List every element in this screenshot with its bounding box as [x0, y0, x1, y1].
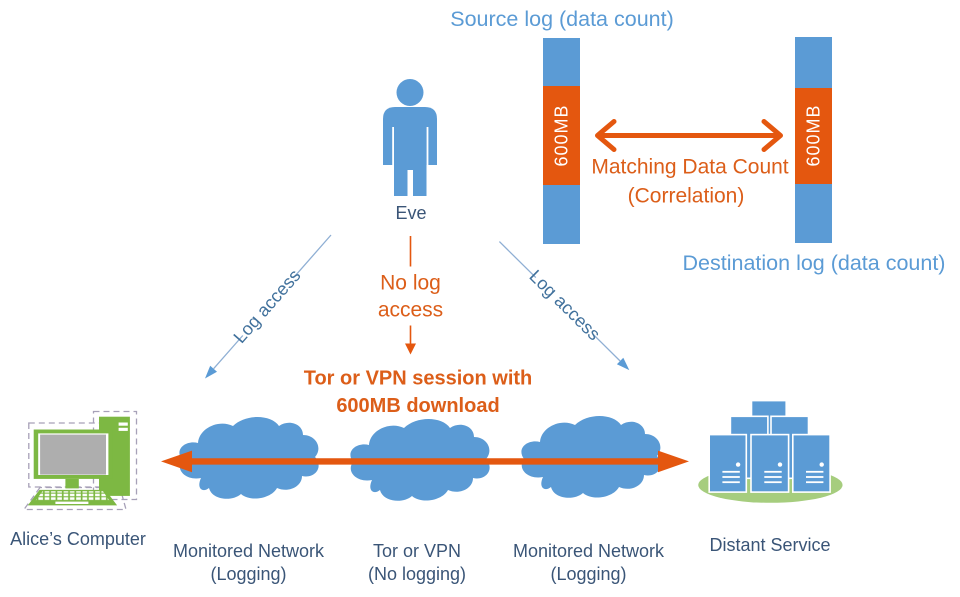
correlation-label: (Correlation) [628, 185, 745, 208]
left-log-access-arrow [205, 234, 332, 379]
cloud-left-label-line1: Monitored Network [173, 541, 325, 561]
no-log-access-label-line1: No log [380, 272, 441, 295]
distant-service-icon [698, 399, 843, 503]
eve-person-icon [383, 79, 437, 196]
destination-bar-value: 600MB [804, 104, 824, 166]
cloud-middle-label-line1: Tor or VPN [373, 541, 461, 561]
cloud-monitored-network-left [179, 417, 319, 499]
cloud-middle-label-line2: (No logging) [368, 564, 466, 584]
source-bar-value: 600MB [552, 104, 572, 166]
destination-log-bar: 600MB [795, 37, 832, 243]
right-log-access-arrow [498, 241, 630, 371]
right-log-access-label: Log access [525, 266, 604, 344]
session-label-line2: 600MB download [336, 395, 499, 417]
alice-computer-icon [22, 410, 138, 511]
source-log-bar: 600MB [543, 38, 580, 244]
no-log-access-arrow [405, 236, 416, 355]
cloud-right-label-line2: (Logging) [550, 564, 626, 584]
cloud-left-label-line2: (Logging) [210, 564, 286, 584]
left-log-access-label: Log access [229, 265, 304, 347]
cloud-monitored-network-right [521, 416, 661, 498]
eve-label: Eve [395, 203, 426, 223]
matching-data-count-label: Matching Data Count [591, 156, 788, 179]
alice-computer-label: Alice’s Computer [10, 529, 146, 549]
cloud-right-label-line1: Monitored Network [513, 541, 665, 561]
no-log-access-label-line2: access [378, 299, 443, 322]
session-double-arrow [161, 450, 689, 473]
source-log-label: Source log (data count) [450, 7, 674, 31]
correlation-double-arrow [595, 119, 783, 152]
distant-service-label: Distant Service [709, 535, 830, 555]
destination-log-label: Destination log (data count) [683, 251, 946, 275]
session-label-line1: Tor or VPN session with [304, 368, 533, 390]
